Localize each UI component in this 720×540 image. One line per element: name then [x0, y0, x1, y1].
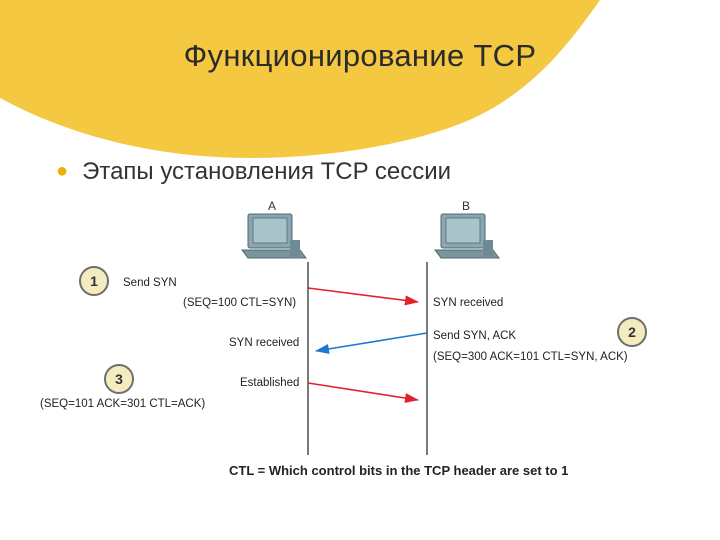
syn-ack-arrow: [315, 332, 428, 354]
computer-b-icon: [434, 213, 500, 259]
bullet-text: Этапы установления TCP сессии: [82, 158, 451, 185]
step-3-detail: (SEQ=101 ACK=301 CTL=ACK): [40, 398, 206, 410]
ack-arrow: [307, 382, 419, 403]
syn-arrow: [307, 287, 419, 306]
step-1-detail: (SEQ=100 CTL=SYN): [183, 297, 297, 309]
slide-title: Функционирование TCP: [183, 38, 537, 73]
step-1-badge: 1: [79, 266, 109, 296]
step-2-syn-received: SYN received: [229, 337, 300, 349]
bullet-item: ● Этапы установления TCP сессии: [56, 158, 451, 186]
step-2-detail: (SEQ=300 ACK=101 CTL=SYN, ACK): [433, 351, 628, 363]
host-b-label: B: [462, 199, 471, 213]
host-a-label: A: [268, 199, 277, 213]
ctl-legend: CTL = Which control bits in the TCP head…: [229, 463, 569, 478]
step-1-syn-received: SYN received: [433, 297, 504, 309]
bullet-dot-icon: ●: [56, 160, 69, 182]
computer-a-icon: [241, 213, 307, 259]
step-2-send-syn-ack: Send SYN, ACK: [433, 330, 517, 342]
step-3-badge: 3: [104, 364, 134, 394]
step-2-badge: 2: [617, 317, 647, 347]
step-3-established: Established: [240, 377, 300, 389]
step-1-send-syn: Send SYN: [123, 277, 177, 289]
